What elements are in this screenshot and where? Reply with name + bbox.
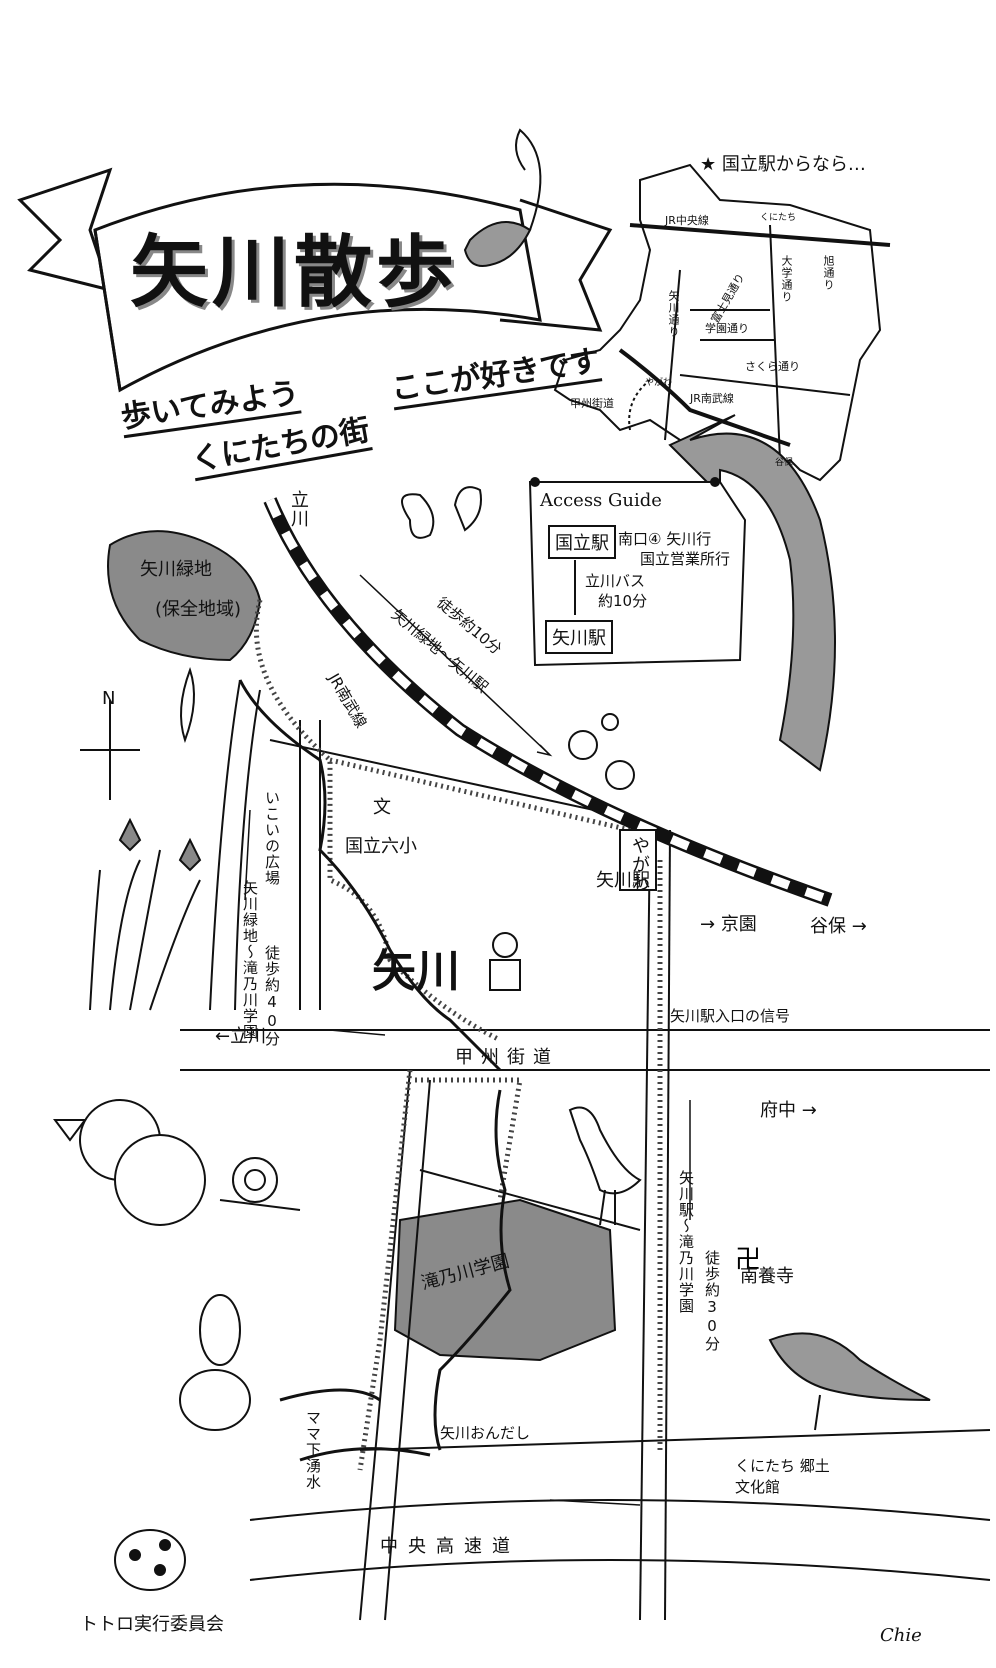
inset-gakuen-dori: 学園通り [705, 322, 749, 335]
inset-jr-chuo: JR中央線 [665, 214, 709, 227]
jr-nambu-line [263, 497, 833, 907]
inset-koshu-kaido: 甲州街道 [570, 397, 614, 410]
label-ikoi: いこいの広場 [263, 790, 281, 886]
iris-plants-illustration [89, 817, 202, 1011]
label-hozen: (保全地域) [155, 599, 242, 620]
access-to: 矢川駅 [545, 620, 613, 654]
snail-illustration [219, 1157, 301, 1211]
inset-daigaku-dori: 大学通り [780, 255, 793, 303]
frog-illustration [179, 1294, 251, 1431]
heron-illustration [568, 1106, 642, 1226]
walking-routes [253, 599, 663, 1471]
label-walk3-time: 徒歩約30分 [703, 1250, 721, 1352]
cyclist-illustration [568, 713, 635, 790]
inset-yagawa-dori: 矢川通り [667, 290, 680, 338]
label-station-sign: やがわ [629, 836, 650, 893]
access-time: 約10分 [598, 592, 648, 610]
label-ryokuchi: 矢川緑地 [140, 559, 212, 580]
takinogawa-area [393, 1198, 617, 1362]
label-koshu: 甲州街道 [455, 1047, 559, 1068]
label-yaho: 谷保 → [810, 916, 867, 937]
label-tachikawa-left: ←立川 [215, 1026, 267, 1047]
access-bus: 南口④ 矢川行 [618, 530, 712, 548]
label-kyodo: くにたち 郷土文化館 [735, 1457, 830, 1496]
big-arrow-icon [668, 414, 836, 772]
label-shingo: 矢川駅入口の信号 [670, 1007, 791, 1025]
temple-icon: 卍 [735, 1245, 761, 1275]
inset-kunitachi: くにたち [760, 213, 797, 223]
rivers [238, 679, 512, 1462]
label-keien-text: 京園 [720, 914, 757, 935]
label-station: 矢川駅 [596, 870, 650, 891]
inset-yagawa: やがわ [645, 378, 673, 388]
label-keien: → 京園 [700, 914, 757, 935]
label-nanyoji: 南養寺 [740, 1266, 794, 1287]
label-walk3: 矢川駅〜滝乃川学園 [677, 1170, 695, 1314]
label-committee: トトロ実行委員会 [80, 1614, 224, 1635]
label-tachikawa-top: 立川 [288, 490, 309, 528]
signature: Chie [880, 1625, 922, 1646]
inset-sakura-dori: さくら通り [745, 360, 800, 373]
label-oodashi: 矢川おんだし [440, 1424, 531, 1442]
ladybug-illustration [114, 1529, 186, 1591]
access-title: Access Guide [540, 490, 662, 511]
swallow-illustration [463, 128, 542, 267]
roads [180, 679, 991, 1621]
label-chuo: 中央高速道 [380, 1536, 520, 1557]
butterflies-illustration [401, 486, 482, 539]
label-yaho-text: 谷保 [810, 916, 846, 937]
map-title: 矢川散歩 [130, 227, 459, 318]
inset-heading-text: 国立駅からなら… [721, 154, 866, 175]
label-school: 国立六小 [345, 836, 417, 857]
label-yagawa-river-1: 矢川 [372, 946, 460, 997]
label-fuchu-text: 府中 [760, 1100, 796, 1121]
access-from: 国立駅 [548, 525, 616, 559]
hydrangea-illustration [53, 1099, 206, 1226]
inset-yaho: 谷保 [775, 458, 794, 468]
walking-boy-illustration [489, 932, 521, 991]
label-mamashita: ママ下湧水 [304, 1410, 322, 1490]
label-walk2: 矢川緑地〜滝乃川学園 [241, 880, 259, 1040]
yagawa-station-box [619, 829, 657, 891]
inset-heading: ★ 国立駅からなら… [700, 154, 866, 175]
inset-jr-nambu: JR南武線 [690, 392, 734, 405]
label-bun: 文 [373, 797, 391, 818]
label-walk2-time: 徒歩約40分 [263, 945, 281, 1047]
north-arrow-icon [80, 700, 140, 800]
crayfish-illustration [180, 667, 195, 743]
bird-illustration [768, 1332, 931, 1431]
inset-asahi-dori: 旭通り [822, 255, 835, 291]
access-bus2: 国立営業所行 [640, 550, 731, 568]
access-ride: 立川バス [585, 572, 646, 590]
direction-arrows [244, 574, 691, 1506]
ryokuchi-green-area [107, 530, 262, 662]
label-fuchu: 府中 → [760, 1100, 817, 1121]
label-north: N [102, 688, 116, 709]
